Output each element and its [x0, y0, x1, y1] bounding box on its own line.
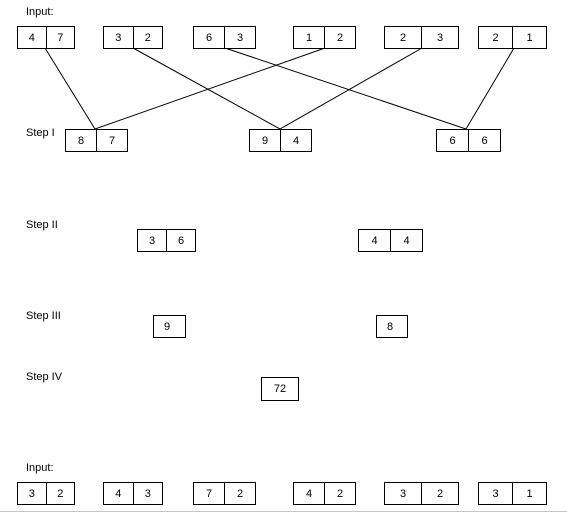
box-cell: 3	[399, 487, 407, 500]
box-cell: 4	[371, 234, 378, 247]
box-cell: 3	[28, 487, 35, 500]
box-cell: 6	[166, 230, 195, 251]
box-cell: 9	[261, 134, 269, 147]
input-bottom-box: 3 1	[478, 482, 547, 505]
box-cell: 2	[324, 483, 355, 504]
box-cell: 3	[132, 483, 163, 504]
bottom-divider	[0, 511, 567, 512]
box-cell: 72	[273, 383, 287, 395]
input-bottom-label: Input:	[26, 462, 54, 474]
connector-line	[132, 47, 281, 130]
box-cell: 2	[421, 483, 458, 504]
box-cell: 4	[305, 487, 313, 500]
connector-line	[465, 47, 515, 130]
box-cell: 1	[512, 483, 546, 504]
step-4-label: Step IV	[26, 371, 63, 383]
input-top-box: 4 7	[17, 26, 75, 49]
box-cell: 4	[115, 487, 122, 500]
box-cell: 4	[28, 31, 35, 44]
box-cell: 1	[305, 31, 313, 44]
step3-box: 8	[376, 315, 408, 338]
connector-line	[224, 47, 467, 130]
box-cell: 1	[512, 27, 546, 48]
input-top-box: 2 1	[478, 26, 547, 49]
step4-box: 72	[261, 377, 299, 401]
input-top-box: 1 2	[293, 26, 356, 49]
input-top-label: Input:	[26, 6, 54, 18]
connector-line	[279, 47, 423, 130]
box-cell: 7	[205, 487, 213, 500]
input-top-box: 6 3	[193, 26, 256, 49]
box-cell: 4	[280, 130, 311, 151]
step-3-label: Step III	[26, 310, 61, 322]
step1-box: 6 6	[436, 129, 501, 152]
step1-box: 8 7	[65, 129, 128, 152]
step-2-label: Step II	[26, 219, 58, 231]
input-bottom-box: 7 2	[193, 482, 256, 505]
box-cell: 7	[96, 130, 127, 151]
box-cell: 3	[492, 487, 499, 500]
box-cell: 6	[449, 134, 456, 147]
box-cell: 8	[77, 134, 85, 147]
box-cell: 9	[163, 320, 171, 333]
connector-line	[44, 47, 96, 130]
box-cell: 2	[132, 27, 163, 48]
input-bottom-box: 3 2	[17, 482, 75, 505]
step-1-label: Step I	[26, 127, 55, 139]
step2-box: 4 4	[358, 229, 423, 252]
input-top-box: 3 2	[103, 26, 163, 49]
input-bottom-box: 4 2	[293, 482, 356, 505]
box-cell: 6	[468, 130, 500, 151]
step2-box: 3 6	[137, 229, 196, 252]
box-cell: 2	[45, 483, 75, 504]
input-bottom-box: 3 2	[384, 482, 459, 505]
box-cell: 2	[324, 27, 355, 48]
box-cell: 7	[45, 27, 75, 48]
box-cell: 3	[224, 27, 255, 48]
box-cell: 2	[224, 483, 255, 504]
box-cell: 2	[399, 31, 407, 44]
input-top-box: 2 3	[384, 26, 459, 49]
box-cell: 6	[205, 31, 213, 44]
box-cell: 3	[421, 27, 458, 48]
input-bottom-box: 4 3	[103, 482, 163, 505]
box-cell: 2	[492, 31, 499, 44]
connector-line	[94, 47, 326, 130]
step3-box: 9	[153, 315, 186, 338]
step1-box: 9 4	[249, 129, 312, 152]
box-cell: 3	[115, 31, 122, 44]
box-cell: 4	[390, 230, 422, 251]
box-cell: 8	[386, 320, 394, 333]
box-cell: 3	[148, 234, 156, 247]
